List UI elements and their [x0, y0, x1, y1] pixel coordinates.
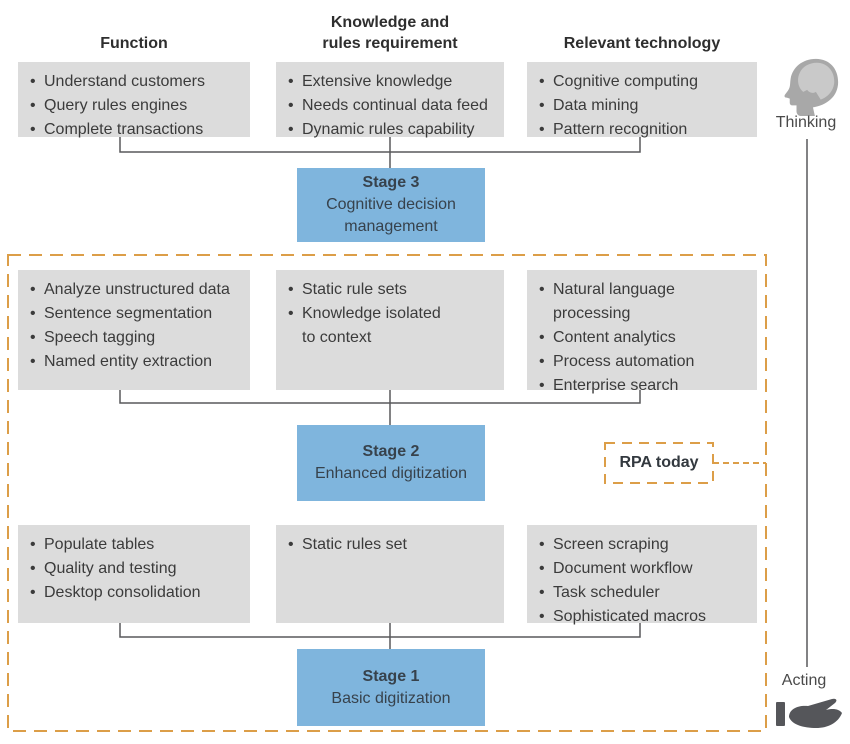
stage2-technology-list: Natural language processingContent analy… — [539, 278, 749, 398]
stage1-label-box: Stage 1 Basic digitization — [297, 649, 485, 726]
stage3-function-list: Understand customersQuery rules enginesC… — [30, 70, 242, 142]
bullet-item: Quality and testing — [30, 557, 242, 581]
thinking-head-icon — [778, 57, 846, 117]
acting-label: Acting — [781, 672, 827, 689]
stage2-function-box: Analyze unstructured dataSentence segmen… — [18, 270, 250, 390]
bullet-item: Content analytics — [539, 326, 749, 350]
stage1-technology-list: Screen scrapingDocument workflowTask sch… — [539, 533, 749, 629]
stage3-label-box: Stage 3 Cognitive decision management — [297, 168, 485, 242]
bullet-item: Screen scraping — [539, 533, 749, 557]
bullet-item: Enterprise search — [539, 374, 749, 398]
stage1-function-box: Populate tablesQuality and testingDeskto… — [18, 525, 250, 623]
column-header-knowledge-rules: Knowledge and rules requirement — [322, 14, 458, 52]
stage1-function-list: Populate tablesQuality and testingDeskto… — [30, 533, 242, 605]
column-header-relevant-technology: Relevant technology — [563, 35, 721, 52]
bullet-item: Pattern recognition — [539, 118, 749, 142]
bullet-item: Document workflow — [539, 557, 749, 581]
bullet-item: Complete transactions — [30, 118, 242, 142]
stage3-knowledge-list: Extensive knowledgeNeeds continual data … — [288, 70, 496, 142]
stage3-title: Stage 3 — [362, 174, 420, 191]
acting-hand-icon — [776, 697, 846, 731]
bullet-item: Dynamic rules capability — [288, 118, 496, 142]
stage3-technology-list: Cognitive computingData miningPattern re… — [539, 70, 749, 142]
bullet-item: Sophisticated macros — [539, 605, 749, 629]
bullet-item: Understand customers — [30, 70, 242, 94]
thinking-label: Thinking — [775, 114, 837, 131]
stage3-technology-box: Cognitive computingData miningPattern re… — [527, 62, 757, 142]
bullet-item: Natural language processing — [539, 278, 749, 326]
bullet-item: Desktop consolidation — [30, 581, 242, 605]
stage2-label-box: Stage 2 Enhanced digitization — [297, 425, 485, 501]
stage1-knowledge-list: Static rules set — [288, 533, 496, 557]
stage3-function-box: Understand customersQuery rules enginesC… — [18, 62, 250, 142]
bullet-item: Analyze unstructured data — [30, 278, 242, 302]
stage1-subtitle: Basic digitization — [331, 689, 451, 707]
bullet-item: Needs continual data feed — [288, 94, 496, 118]
column-header-function: Function — [100, 35, 168, 52]
stage3-knowledge-box: Extensive knowledgeNeeds continual data … — [276, 62, 504, 142]
bullet-item: Query rules engines — [30, 94, 242, 118]
bullet-item: Process automation — [539, 350, 749, 374]
stage1-technology-box: Screen scrapingDocument workflowTask sch… — [527, 525, 757, 629]
bullet-item: Task scheduler — [539, 581, 749, 605]
bullet-item: Cognitive computing — [539, 70, 749, 94]
bullet-item: Static rule sets — [288, 278, 496, 302]
bullet-item: Named entity extraction — [30, 350, 242, 374]
stage2-technology-box: Natural language processingContent analy… — [527, 270, 757, 398]
stage3-subtitle: Cognitive decision management — [326, 196, 456, 235]
rpa-today-label: RPA today — [619, 454, 699, 471]
stage2-function-list: Analyze unstructured dataSentence segmen… — [30, 278, 242, 374]
bullet-item: Speech tagging — [30, 326, 242, 350]
stage1-knowledge-box: Static rules set — [276, 525, 504, 623]
bullet-item: Data mining — [539, 94, 749, 118]
bullet-item: Knowledge isolated to context — [288, 302, 496, 350]
stage2-subtitle: Enhanced digitization — [314, 465, 468, 482]
bullet-item: Sentence segmentation — [30, 302, 242, 326]
stage1-title: Stage 1 — [362, 667, 420, 685]
bullet-item: Populate tables — [30, 533, 242, 557]
bullet-item: Extensive knowledge — [288, 70, 496, 94]
stage2-title: Stage 2 — [362, 443, 420, 460]
bullet-item: Static rules set — [288, 533, 496, 557]
stage2-knowledge-box: Static rule setsKnowledge isolated to co… — [276, 270, 504, 390]
stage2-knowledge-list: Static rule setsKnowledge isolated to co… — [288, 278, 496, 350]
